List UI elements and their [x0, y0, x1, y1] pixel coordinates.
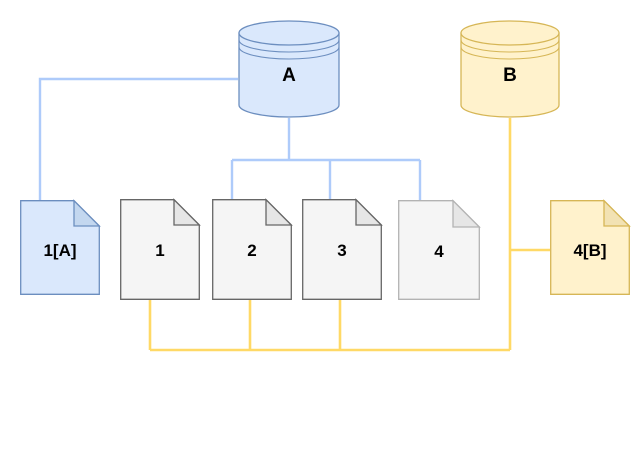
document-node-4b[interactable]: 4[B]: [550, 199, 631, 295]
document-fold: [173, 198, 201, 226]
document-node-3[interactable]: 3: [302, 198, 383, 300]
cylinder-top: [238, 20, 340, 46]
document-fold: [265, 198, 293, 226]
document-fold: [73, 199, 101, 227]
document-fold: [355, 198, 383, 226]
cylinder-body: [460, 32, 560, 118]
document-node-2[interactable]: 2: [212, 198, 293, 300]
cylinder-body: [238, 32, 340, 118]
database-node-a[interactable]: A: [238, 20, 340, 118]
document-fold: [452, 199, 481, 228]
cylinder-top: [460, 20, 560, 46]
cylinder-rib-2: [238, 46, 340, 60]
cylinder-rib-2: [460, 46, 560, 60]
document-node-1[interactable]: 1: [120, 198, 201, 300]
cylinder-rib-1: [238, 39, 340, 53]
document-node-4[interactable]: 4: [398, 199, 481, 300]
cylinder-rib-1: [460, 39, 560, 53]
database-node-b[interactable]: B: [460, 20, 560, 118]
document-fold: [603, 199, 631, 227]
edge-a-to-doc-1a: [38, 77, 238, 200]
document-node-1a[interactable]: 1[A]: [20, 199, 101, 295]
